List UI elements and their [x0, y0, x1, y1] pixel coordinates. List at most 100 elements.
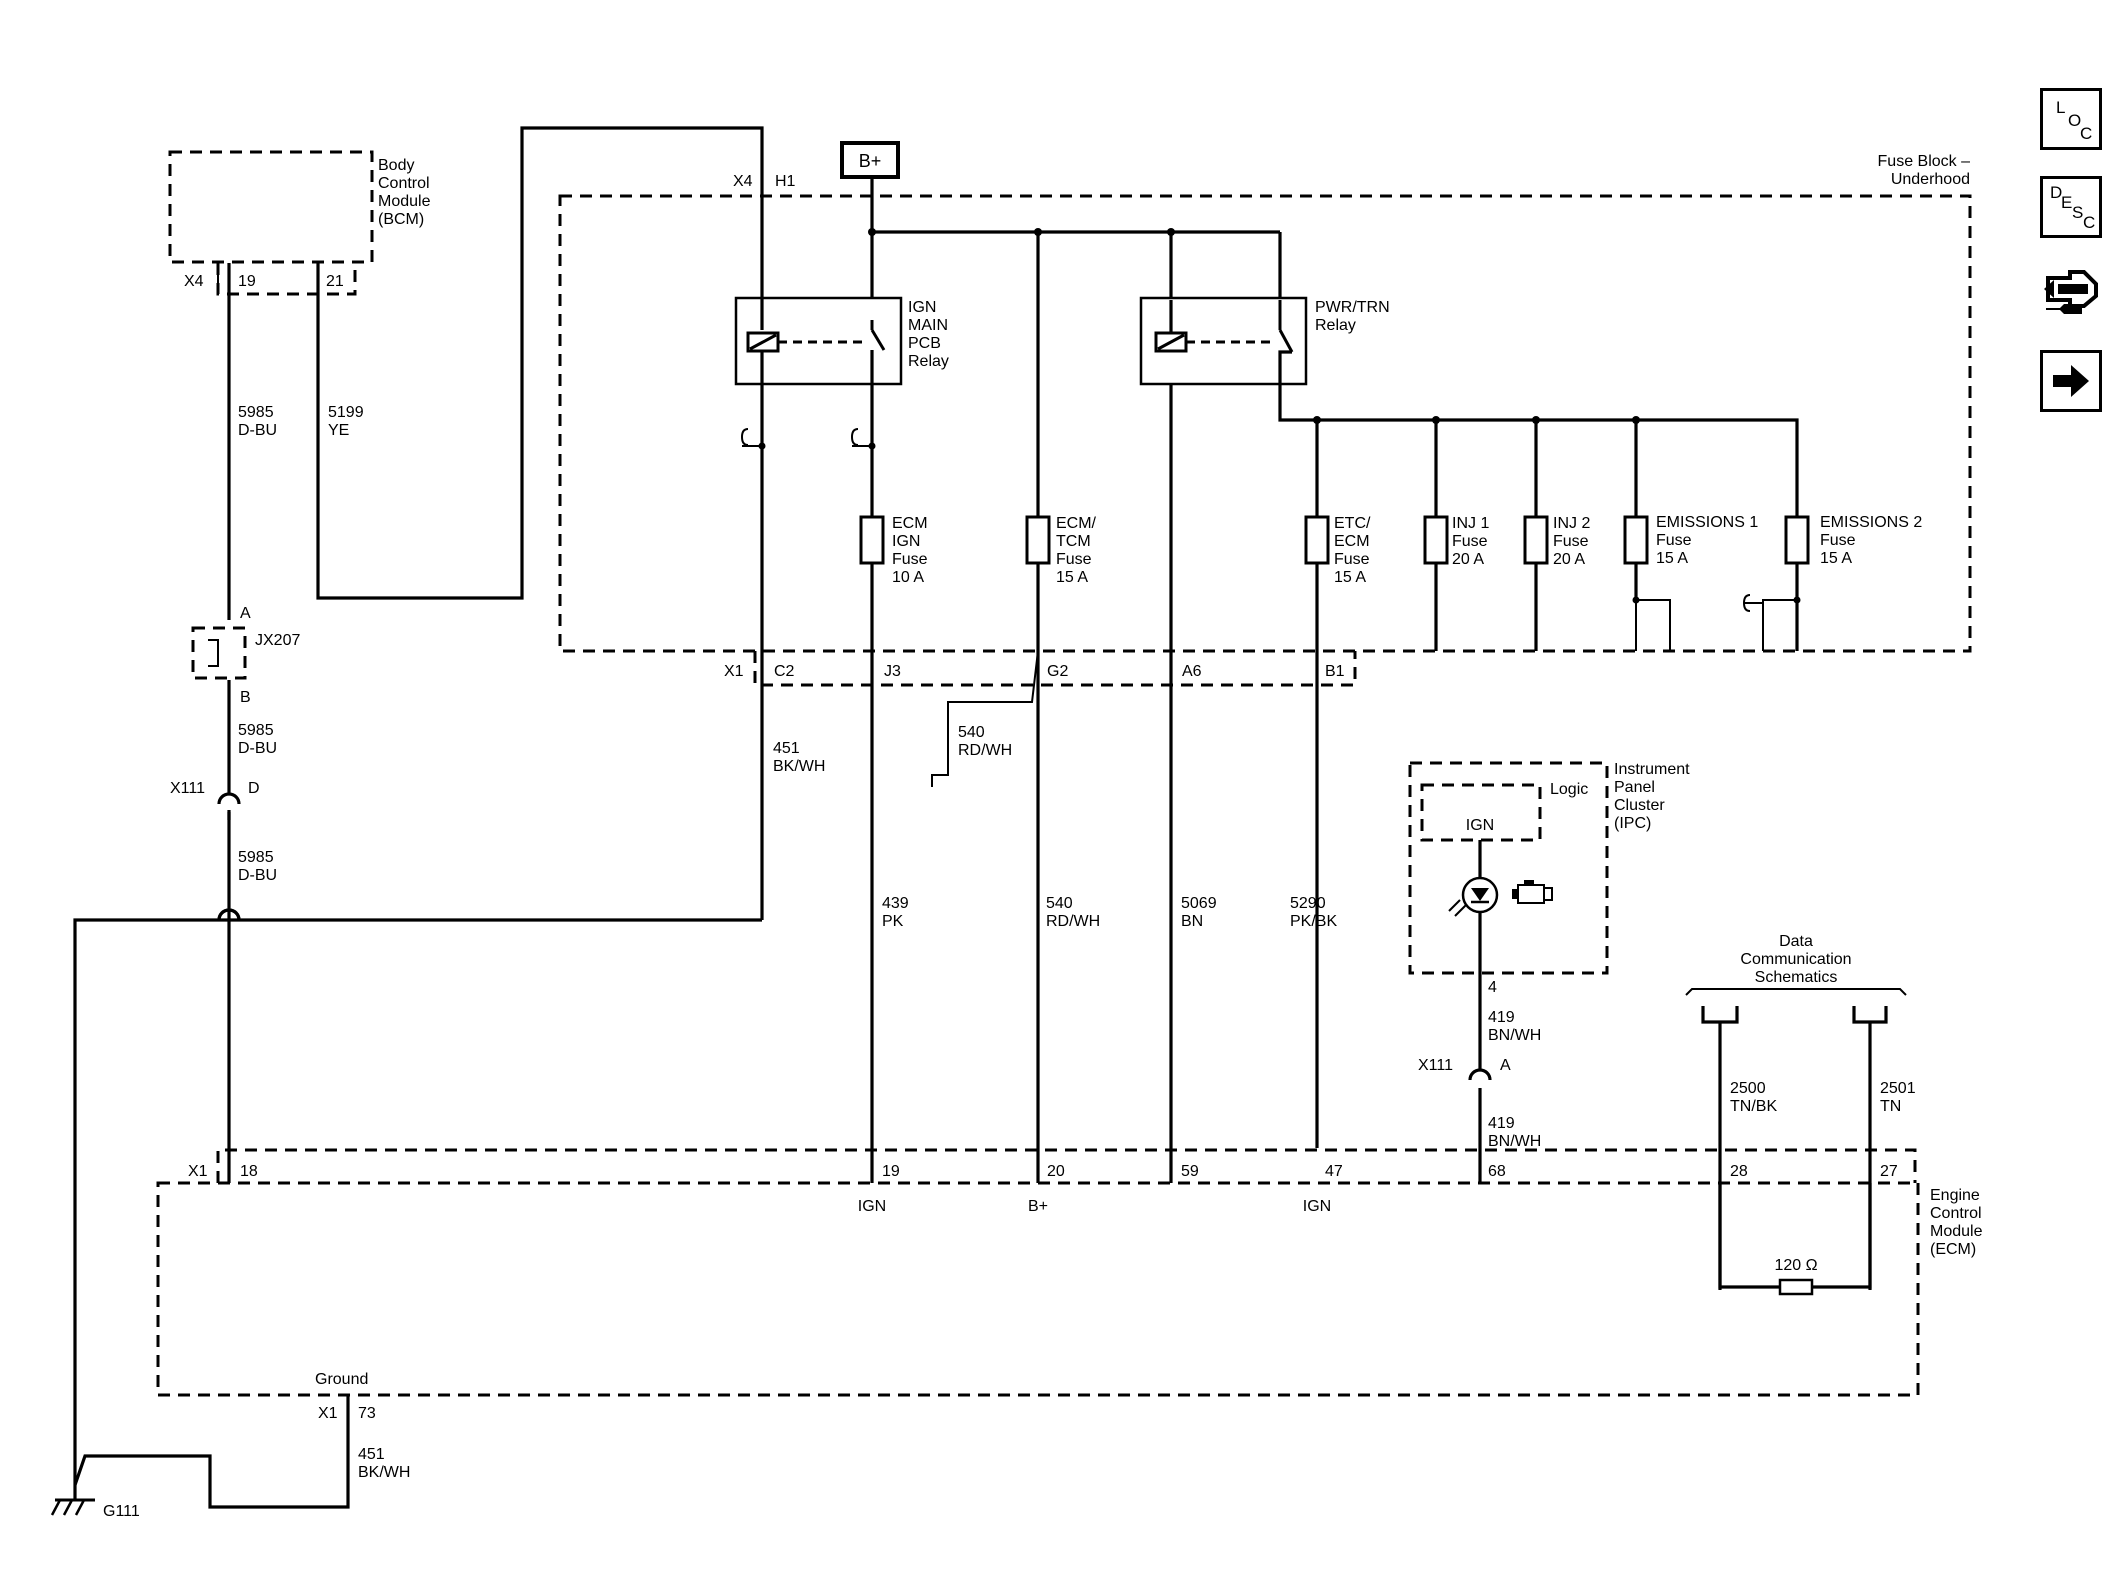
- svg-text:PK: PK: [882, 913, 904, 930]
- svg-text:J3: J3: [884, 663, 901, 680]
- bplus-bus: [868, 177, 1282, 525]
- bcm-pin-21: 21: [326, 273, 344, 290]
- fuse-inj-2: INJ 2 Fuse 20 A: [1523, 515, 1590, 568]
- svg-text:PCB: PCB: [908, 335, 941, 352]
- bcm-connector: X4: [184, 273, 204, 290]
- svg-text:JX207: JX207: [255, 632, 300, 649]
- svg-text:RD/WH: RD/WH: [1046, 913, 1100, 930]
- svg-text:4: 4: [1488, 979, 1497, 996]
- wire-5985: 5985 D-BU 5985 D-BU 5985 D-BU: [227, 263, 277, 1183]
- wire-5069-a6: 5069 BN: [1169, 384, 1217, 1183]
- svg-text:15 A: 15 A: [1056, 569, 1088, 586]
- arrow-right-icon: [2053, 365, 2089, 397]
- svg-text:RD/WH: RD/WH: [958, 742, 1012, 759]
- fuse-block-underhood: Fuse Block – Underhood X4 H1 X1 C2 J3 G2…: [558, 153, 1972, 687]
- battery-positive-source: B+: [840, 141, 900, 179]
- svg-text:20 A: 20 A: [1553, 551, 1585, 568]
- svg-text:C2: C2: [774, 663, 795, 680]
- svg-text:(ECM): (ECM): [1930, 1241, 1976, 1258]
- svg-text:120 Ω: 120 Ω: [1774, 1257, 1817, 1274]
- connector-tool-icon: [2044, 270, 2098, 314]
- svg-text:X1: X1: [724, 663, 744, 680]
- svg-text:ECM: ECM: [892, 515, 928, 532]
- svg-text:Panel: Panel: [1614, 779, 1655, 796]
- svg-text:IGN: IGN: [908, 299, 936, 316]
- svg-text:2501: 2501: [1880, 1080, 1916, 1097]
- svg-text:Underhood: Underhood: [1891, 171, 1970, 188]
- inline-connector-x111-d: X111 D: [170, 780, 260, 820]
- bcm-module: Body Control Module (BCM) X4 19 21: [168, 150, 431, 296]
- svg-text:Control: Control: [1930, 1205, 1982, 1222]
- svg-text:Relay: Relay: [908, 353, 949, 370]
- wire-439-j3: ECM IGN Fuse 10 A 439 PK: [851, 384, 928, 1183]
- svg-text:Logic: Logic: [1550, 781, 1588, 798]
- svg-text:Fuse: Fuse: [1056, 551, 1092, 568]
- svg-text:Fuse Block –: Fuse Block –: [1878, 153, 1971, 170]
- svg-text:Data: Data: [1779, 933, 1813, 950]
- svg-text:G2: G2: [1047, 663, 1068, 680]
- bcm-pin-19: 19: [238, 273, 256, 290]
- svg-text:Cluster: Cluster: [1614, 797, 1665, 814]
- bcm-label-2: Control: [378, 175, 430, 192]
- svg-text:MAIN: MAIN: [908, 317, 948, 334]
- svg-text:Instrument: Instrument: [1614, 761, 1690, 778]
- svg-text:ECM: ECM: [1334, 533, 1370, 550]
- svg-text:PWR/TRN: PWR/TRN: [1315, 299, 1390, 316]
- svg-text:X1: X1: [318, 1405, 338, 1422]
- svg-text:10 A: 10 A: [892, 569, 924, 586]
- wire-540-g2: ECM/ TCM Fuse 15 A 540 RD/WH 540 RD/WH: [931, 515, 1100, 1183]
- splice-jx207: A JX207 B: [191, 605, 300, 706]
- svg-text:IGN: IGN: [858, 1198, 886, 1215]
- svg-text:Engine: Engine: [1930, 1187, 1980, 1204]
- svg-text:Fuse: Fuse: [1553, 533, 1589, 550]
- svg-text:27: 27: [1880, 1163, 1898, 1180]
- svg-text:PK/BK: PK/BK: [1290, 913, 1337, 930]
- svg-text:D-BU: D-BU: [238, 867, 277, 884]
- svg-text:IGN: IGN: [1303, 1198, 1331, 1215]
- svg-text:IGN: IGN: [892, 533, 920, 550]
- svg-text:5985: 5985: [238, 722, 274, 739]
- connector-end-view-button[interactable]: [2040, 262, 2102, 324]
- fuse-inj-1: INJ 1 Fuse 20 A: [1423, 515, 1489, 568]
- svg-text:20 A: 20 A: [1452, 551, 1484, 568]
- svg-text:47: 47: [1325, 1163, 1343, 1180]
- svg-text:19: 19: [882, 1163, 900, 1180]
- svg-text:28: 28: [1730, 1163, 1748, 1180]
- svg-text:Module: Module: [1930, 1223, 1983, 1240]
- svg-text:540: 540: [1046, 895, 1073, 912]
- svg-text:EMISSIONS 1: EMISSIONS 1: [1656, 514, 1758, 531]
- svg-text:H1: H1: [775, 173, 796, 190]
- svg-text:BK/WH: BK/WH: [358, 1464, 410, 1481]
- svg-text:A6: A6: [1182, 663, 1202, 680]
- svg-text:5069: 5069: [1181, 895, 1217, 912]
- engine-control-module: Engine Control Module (ECM) X1 18 19 20 …: [156, 1148, 1983, 1422]
- svg-text:IGN: IGN: [1466, 817, 1494, 834]
- location-button[interactable]: L O C: [2040, 88, 2102, 150]
- svg-text:Fuse: Fuse: [1452, 533, 1488, 550]
- svg-text:5985: 5985: [238, 849, 274, 866]
- svg-text:X1: X1: [188, 1163, 208, 1180]
- svg-text:Relay: Relay: [1315, 317, 1356, 334]
- svg-text:Communication: Communication: [1740, 951, 1851, 968]
- svg-text:5199: 5199: [328, 404, 364, 421]
- svg-text:BN: BN: [1181, 913, 1203, 930]
- wire-451-c2: 451 BK/WH: [73, 384, 825, 1448]
- svg-text:68: 68: [1488, 1163, 1506, 1180]
- svg-text:2500: 2500: [1730, 1080, 1766, 1097]
- svg-text:18: 18: [240, 1163, 258, 1180]
- svg-text:B: B: [240, 689, 251, 706]
- svg-text:20: 20: [1047, 1163, 1065, 1180]
- next-page-button[interactable]: [2040, 350, 2102, 412]
- svg-text:ECM/: ECM/: [1056, 515, 1097, 532]
- data-communication-link: Data Communication Schematics 2500 TN/BK…: [1685, 933, 1916, 1290]
- relay-pwr-trn: PWR/TRN Relay: [1139, 296, 1799, 651]
- svg-text:BN/WH: BN/WH: [1488, 1133, 1541, 1150]
- svg-text:5290: 5290: [1290, 895, 1326, 912]
- svg-text:BN/WH: BN/WH: [1488, 1027, 1541, 1044]
- bcm-label-1: Body: [378, 157, 414, 174]
- description-button[interactable]: D E S C: [2040, 176, 2102, 238]
- svg-text:540: 540: [958, 724, 985, 741]
- svg-text:15 A: 15 A: [1656, 550, 1688, 567]
- svg-text:451: 451: [358, 1446, 385, 1463]
